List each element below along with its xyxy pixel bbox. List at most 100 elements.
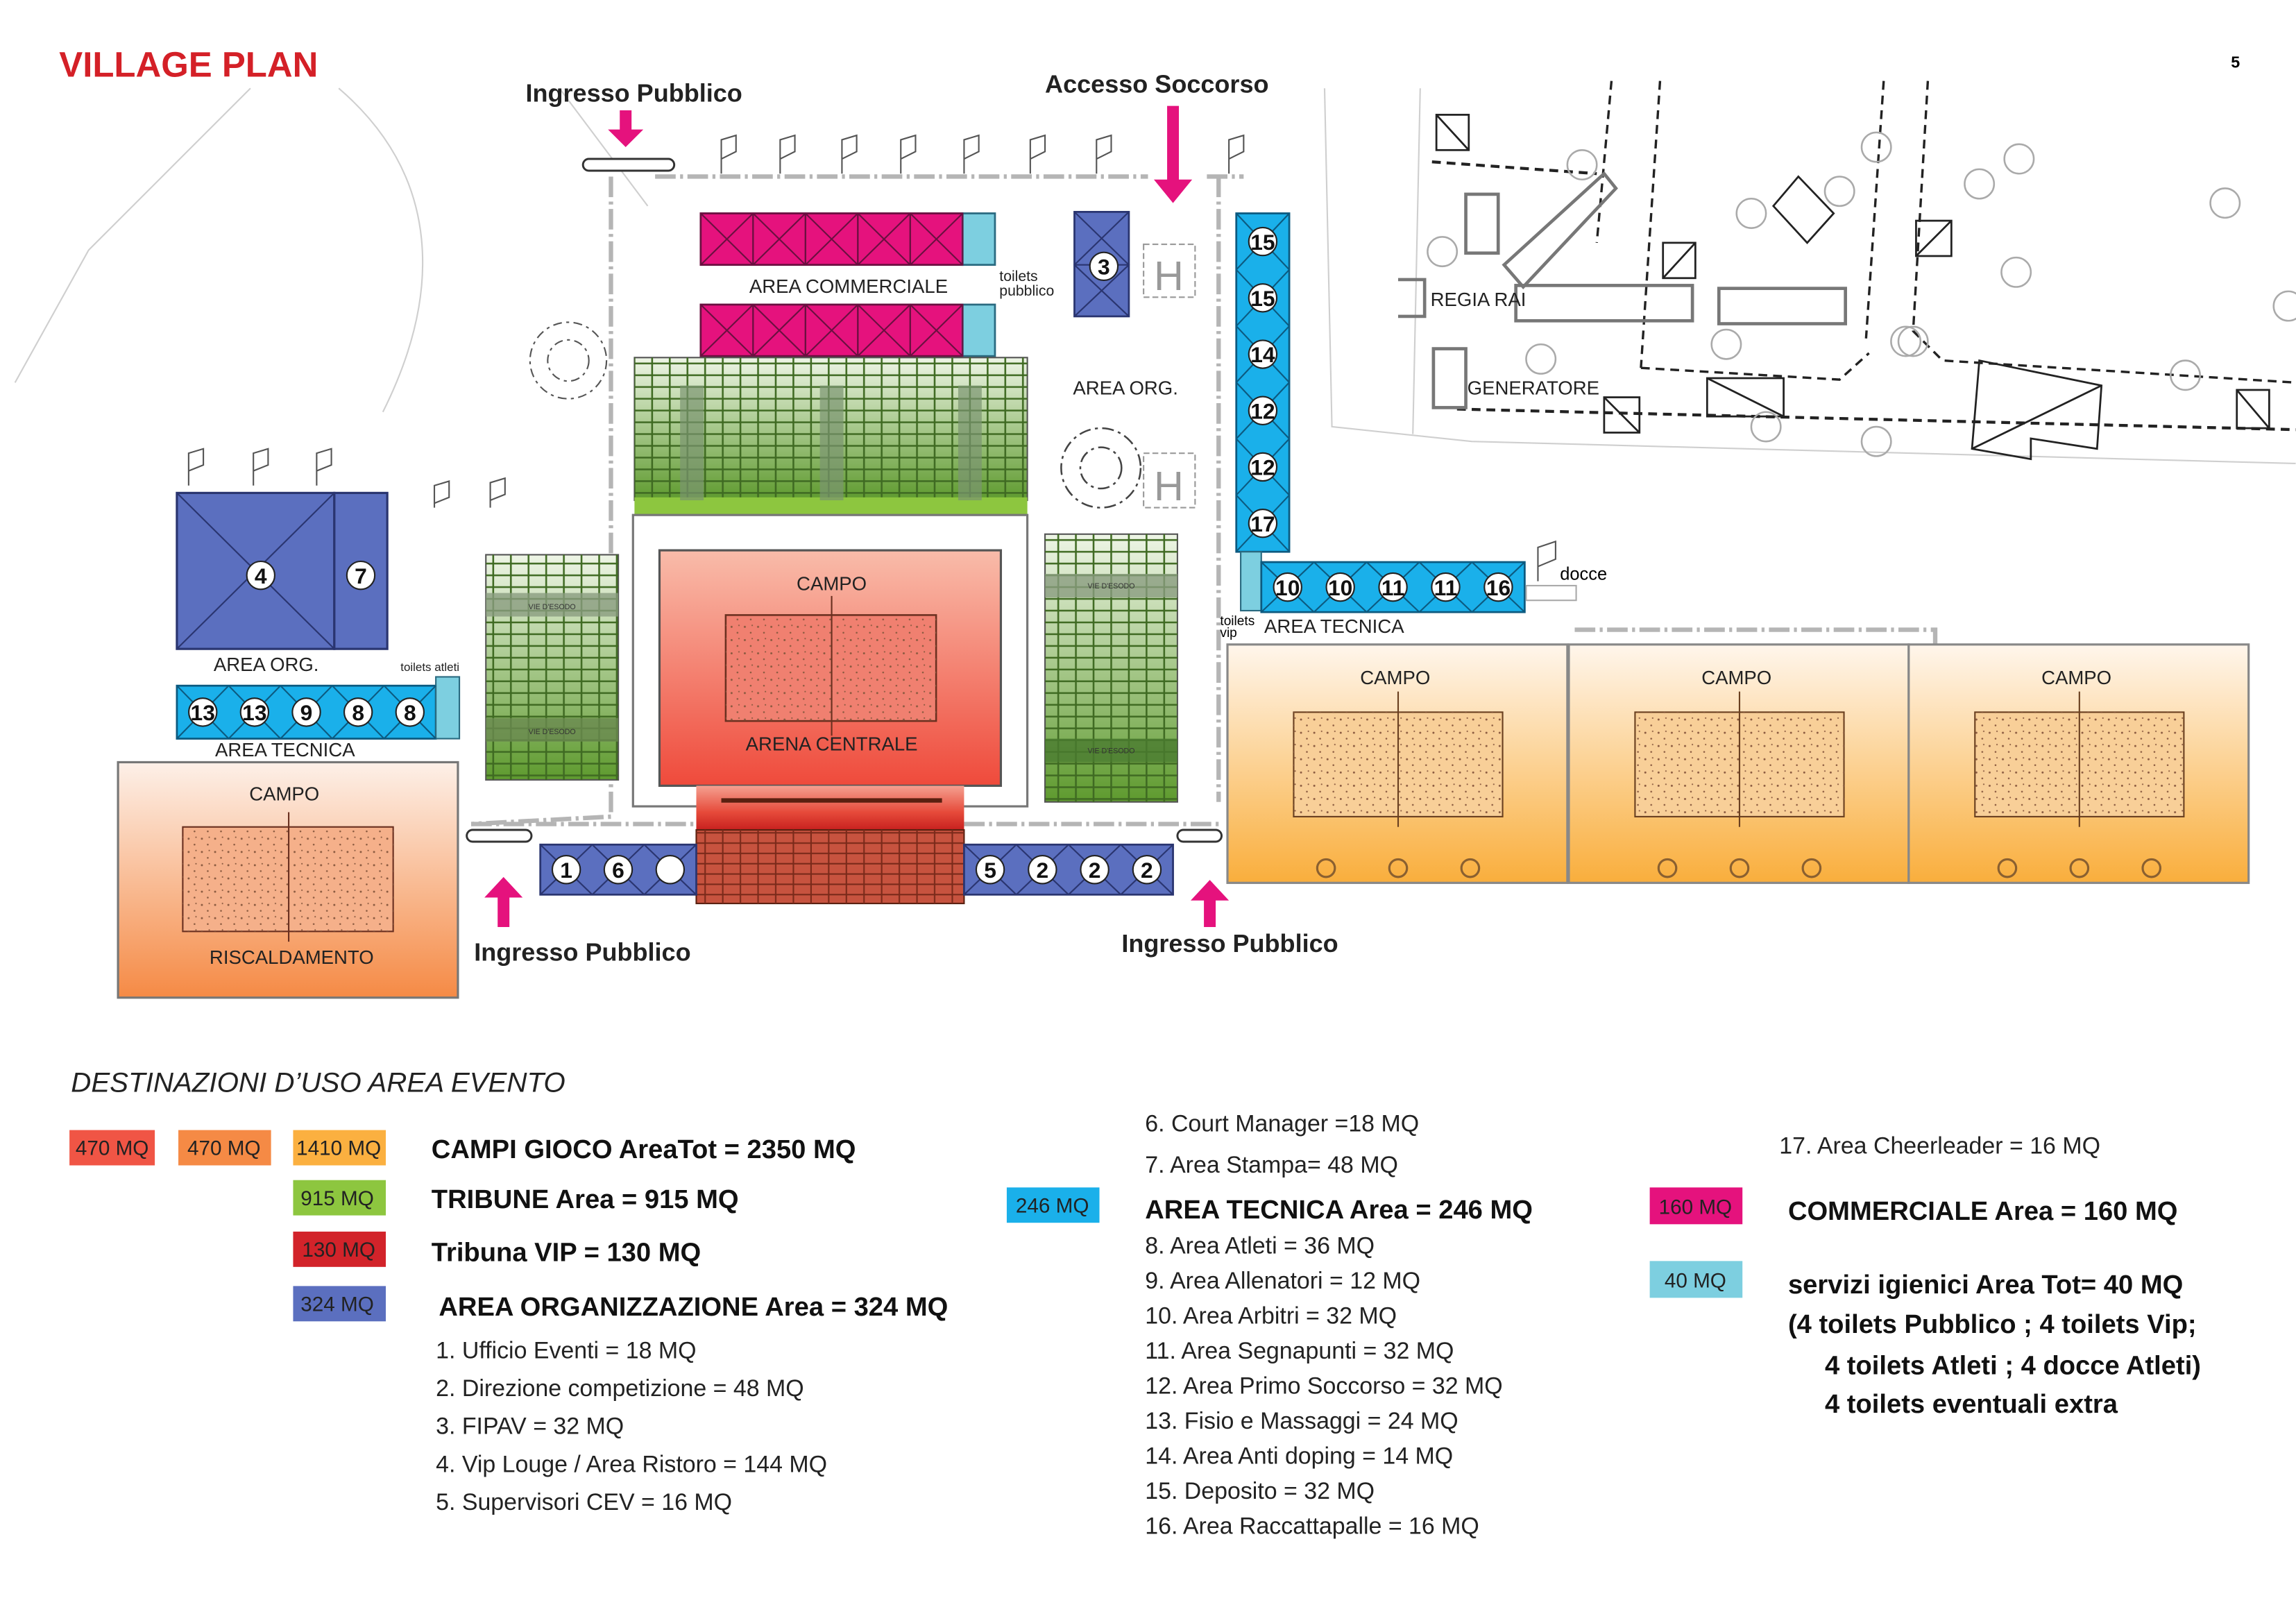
bay-number-badge xyxy=(1248,226,1278,257)
bay-number-badge xyxy=(1483,572,1513,602)
regia-rai-label: REGIA RAI xyxy=(1431,289,1527,310)
bay-number: 8 xyxy=(404,700,416,725)
bay-number-badge xyxy=(655,855,686,885)
riscaldamento-campo-label: CAMPO xyxy=(249,783,319,805)
legend-item: 5. Supervisori CEV = 16 MQ xyxy=(436,1489,732,1515)
swatch-campo-3 xyxy=(293,1130,386,1166)
toilets-vip xyxy=(1240,551,1262,612)
court-texture xyxy=(725,615,937,722)
bay-number: 12 xyxy=(1250,455,1275,480)
bay-number-badge xyxy=(188,697,218,727)
bay-number: 2 xyxy=(1089,858,1101,883)
toilets-vip-label: toilets xyxy=(1220,614,1255,629)
campo-label: CAMPO xyxy=(1360,667,1430,688)
stall-cross xyxy=(752,212,806,266)
campo-label: CAMPO xyxy=(1701,667,1771,688)
legend-item: 12. Area Primo Soccorso = 32 MQ xyxy=(1145,1373,1502,1400)
tribuna-vip xyxy=(695,785,965,905)
legend-item: 6. Court Manager =18 MQ xyxy=(1145,1111,1419,1137)
page-title: VILLAGE PLAN xyxy=(59,44,318,84)
bay-number-badge xyxy=(1248,452,1278,482)
stall-crosses xyxy=(699,212,964,357)
ingresso-pubblico-top: Ingresso Pubblico xyxy=(525,78,742,107)
legend-item: 13. Fisio e Massaggi = 24 MQ xyxy=(1145,1408,1458,1434)
area-org-left-label: AREA ORG. xyxy=(214,654,319,675)
swatch-org xyxy=(293,1286,386,1322)
helipad-label: H xyxy=(1154,253,1184,299)
bay-number: 2 xyxy=(1037,858,1049,883)
bay-number: 9 xyxy=(300,700,313,725)
swatch-campo-2 xyxy=(178,1130,271,1166)
stall-cross xyxy=(752,304,806,357)
stall-cross xyxy=(857,304,911,357)
legend-campi: CAMPI GIOCO AreaTot = 2350 MQ xyxy=(432,1135,856,1164)
legend-item-17: 17. Area Cheerleader = 16 MQ xyxy=(1779,1133,2100,1159)
swatch-servizi-label: 40 MQ xyxy=(1665,1270,1726,1293)
bay-number-badge xyxy=(1089,251,1119,282)
swatch-tecnica xyxy=(1006,1187,1100,1223)
legend-heading: DESTINAZIONI D’USO AREA EVENTO xyxy=(71,1067,566,1098)
bay-number-badge xyxy=(1273,572,1302,602)
bay-number: 10 xyxy=(1275,575,1300,600)
bay-number: 13 xyxy=(242,700,266,725)
toilets-atleti-label: toilets atleti xyxy=(400,661,459,674)
bay-number-badge xyxy=(1080,855,1109,885)
bay-number-badge xyxy=(343,697,373,727)
area-tecnica-right-label: AREA TECNICA xyxy=(1264,615,1404,637)
bench-icon xyxy=(1657,858,1678,878)
swatch-org-label: 324 MQ xyxy=(300,1293,374,1316)
top-right-site xyxy=(1397,80,2296,461)
bay-number: 15 xyxy=(1250,230,1275,255)
bench-icon xyxy=(1801,858,1822,878)
legend-item: 1. Ufficio Eventi = 18 MQ xyxy=(436,1337,696,1363)
bay-number: 16 xyxy=(1486,575,1511,600)
arena-campo-label: CAMPO xyxy=(797,572,867,594)
vie-esodo-label: VIE D'ESODO xyxy=(529,728,576,736)
bench-icon xyxy=(1997,858,2018,878)
bay-number-badge xyxy=(1378,572,1408,602)
legend-item: 16. Area Raccattapalle = 16 MQ xyxy=(1145,1513,1479,1539)
bay-number-badge xyxy=(1132,855,1162,885)
swatch-servizi xyxy=(1649,1261,1743,1298)
area-commerciale-label: AREA COMMERCIALE xyxy=(749,275,948,297)
legend-item: 8. Area Atleti = 36 MQ xyxy=(1145,1233,1375,1259)
bay-number: 3 xyxy=(1098,254,1110,279)
bay-number: 8 xyxy=(352,700,364,725)
legend-item: 2. Direzione competizione = 48 MQ xyxy=(436,1375,804,1402)
stall xyxy=(909,303,964,357)
toilets-vip-label: vip xyxy=(1220,626,1236,640)
bay-number: 14 xyxy=(1250,342,1275,367)
site-flags xyxy=(187,134,1556,581)
legend-item: 4. Vip Louge / Area Ristoro = 144 MQ xyxy=(436,1451,827,1477)
legend-tribune: TRIBUNE Area = 915 MQ xyxy=(432,1184,739,1214)
bay-number: 1 xyxy=(560,858,572,883)
arrow-up-icon xyxy=(1190,880,1230,927)
bay-number: 6 xyxy=(612,858,624,883)
legend-item: 15. Deposito = 32 MQ xyxy=(1145,1478,1375,1504)
legend-item: 9. Area Allenatori = 12 MQ xyxy=(1145,1268,1420,1294)
swatch-campo-3-label: 1410 MQ xyxy=(296,1137,381,1160)
tecnica-strip-vertical xyxy=(1235,212,1291,553)
legend: DESTINAZIONI D’USO AREA EVENTO 470 MQ 47… xyxy=(69,1067,2201,1539)
arena-centrale-label: ARENA CENTRALE xyxy=(746,733,918,754)
tribune-north xyxy=(633,357,1028,516)
bay-number: 4 xyxy=(255,563,267,588)
bay-number: 12 xyxy=(1250,398,1275,423)
bay-number-badge xyxy=(1325,572,1355,602)
bay-number: 11 xyxy=(1434,575,1458,600)
toilets-atleti xyxy=(435,676,461,740)
swatch-tecnica-label: 246 MQ xyxy=(1016,1194,1089,1217)
swatch-campo-1 xyxy=(69,1130,155,1166)
swatch-commerciale-label: 160 MQ xyxy=(1659,1196,1733,1218)
bay-number-badge xyxy=(551,855,581,885)
legend-servizi-line: 4 toilets eventuali extra xyxy=(1825,1389,2118,1419)
helipad-label: H xyxy=(1154,463,1184,509)
bay-number: 11 xyxy=(1381,575,1405,600)
bay-number: 5 xyxy=(984,858,996,883)
bay-number: 13 xyxy=(191,700,215,725)
bay-number-badge xyxy=(291,697,321,727)
bay-number-badge xyxy=(1248,396,1278,425)
area-tecnica-left-label: AREA TECNICA xyxy=(215,739,355,760)
entrance-arrows xyxy=(484,105,1230,927)
